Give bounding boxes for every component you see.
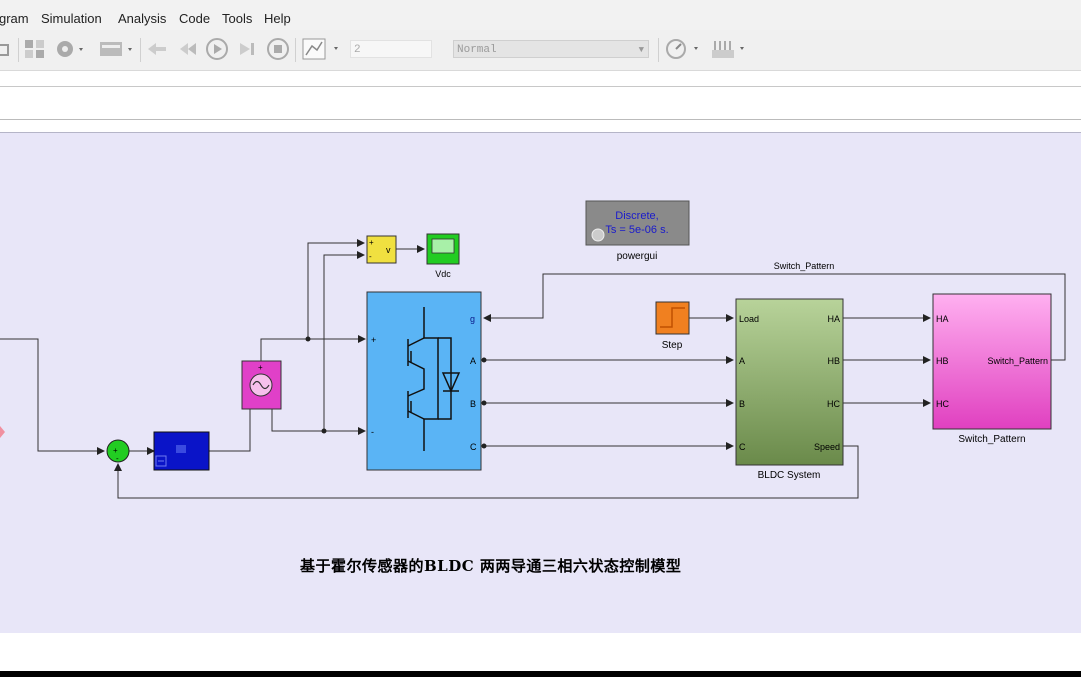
build-icon[interactable] <box>710 38 752 60</box>
inverter-port-a: A <box>470 356 476 366</box>
powergui-block[interactable]: Discrete, Ts = 5e-06 s. <box>585 200 690 246</box>
menu-tools[interactable]: Tools <box>222 11 253 26</box>
voltmeter-port-label: v <box>386 245 391 255</box>
voltage-source-block[interactable]: + <box>241 360 282 410</box>
inverter-port-plus: + <box>371 335 376 345</box>
powergui-line1: Discrete, <box>615 210 658 222</box>
powergui-label: powergui <box>617 251 658 262</box>
vdc-label: Vdc <box>435 269 451 279</box>
bldc-system-block[interactable]: Load A B C HA HB HC Speed <box>735 298 844 466</box>
step-back-icon[interactable] <box>146 38 170 60</box>
bldc-port-speed: Speed <box>814 442 840 452</box>
switch-port-ha: HA <box>936 314 949 324</box>
step-block[interactable] <box>655 301 690 335</box>
svg-text:-: - <box>369 252 372 261</box>
switch-pattern-label: Switch_Pattern <box>958 434 1025 445</box>
simulation-mode-value: Normal <box>457 44 497 56</box>
scope-icon[interactable] <box>302 38 344 60</box>
bldc-label: BLDC System <box>758 470 821 481</box>
switch-pattern-block[interactable]: HA HB HC Switch_Pattern <box>932 293 1052 430</box>
block-diagram: + - + + - v <box>0 200 1066 499</box>
powergui-line2: Ts = 5e-06 s. <box>605 224 668 236</box>
svg-text:+: + <box>258 363 263 372</box>
svg-text:+: + <box>113 446 118 455</box>
chevron-down-icon: ▼ <box>638 45 644 55</box>
inverter-port-c: C <box>470 442 477 452</box>
menu-analysis[interactable]: Analysis <box>118 11 167 26</box>
bldc-port-a: A <box>739 356 745 366</box>
svg-text:+: + <box>369 238 374 247</box>
menu-simulation[interactable]: Simulation <box>41 11 102 26</box>
bldc-port-b: B <box>739 399 745 409</box>
menu-diagram[interactable]: gram <box>0 11 29 26</box>
model-canvas[interactable]: + - + + - v <box>0 132 1081 634</box>
switch-port-hc: HC <box>936 399 949 409</box>
inverter-port-minus: - <box>371 427 374 437</box>
menu-code[interactable]: Code <box>179 11 211 26</box>
step-forward-icon[interactable] <box>236 38 260 60</box>
screen-bottom-edge <box>0 671 1081 677</box>
bldc-port-load: Load <box>739 314 759 324</box>
menu-help[interactable]: Help <box>264 11 291 26</box>
simulation-mode-select[interactable]: Normal ▼ <box>453 40 649 58</box>
voltmeter-block[interactable]: + - v <box>366 235 397 264</box>
svg-text:-: - <box>116 454 119 463</box>
inverter-port-b: B <box>470 399 476 409</box>
bldc-port-c: C <box>739 442 746 452</box>
step-back-icon[interactable] <box>176 38 202 60</box>
input-block-fragment <box>0 426 5 438</box>
performance-icon[interactable] <box>664 38 706 60</box>
undo-icon[interactable] <box>0 38 12 60</box>
step-label: Step <box>662 340 683 351</box>
switch-port-out: Switch_Pattern <box>987 356 1048 366</box>
status-bar <box>0 633 1081 671</box>
inverter-port-g: g <box>470 314 475 324</box>
sum-block[interactable]: + - <box>106 439 130 463</box>
inverter-block[interactable]: g A B C + - <box>366 291 482 471</box>
vdc-scope-block[interactable] <box>426 233 460 265</box>
signal-label-switch-pattern: Switch_Pattern <box>774 261 835 271</box>
settings-icon[interactable] <box>55 38 85 60</box>
bldc-port-hc: HC <box>827 399 840 409</box>
bldc-port-ha: HA <box>827 314 840 324</box>
pi-controller-block[interactable] <box>153 431 210 471</box>
bldc-port-hb: HB <box>827 356 840 366</box>
model-config-icon[interactable] <box>98 38 136 60</box>
run-icon[interactable] <box>205 38 229 60</box>
library-icon[interactable] <box>24 38 46 60</box>
model-caption: 基于霍尔传感器的BLDC 两两导通三相六状态控制模型 <box>300 557 682 575</box>
switch-port-hb: HB <box>936 356 949 366</box>
model-browser-bar <box>0 86 1081 120</box>
stop-icon[interactable] <box>266 38 290 60</box>
stop-time-input[interactable]: 2 <box>350 40 432 58</box>
